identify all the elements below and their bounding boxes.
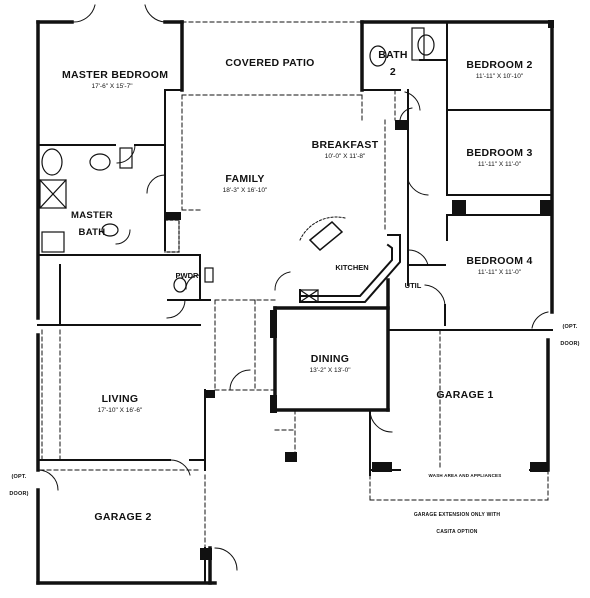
room-covered-patio: COVERED PATIO [200, 54, 340, 71]
note-opt-door-right: (OPT. DOOR) [553, 316, 587, 350]
room-name: PWDR [175, 271, 199, 280]
room-name: KITCHEN [335, 263, 369, 272]
room-family: FAMILY 18'-3" X 16'-10" [210, 170, 280, 195]
room-name: BEDROOM 4 [466, 255, 533, 267]
room-utility: UTIL [398, 276, 428, 293]
room-kitchen: KITCHEN [322, 258, 382, 275]
exterior-walls [36, 20, 554, 585]
note-text: WASH AREA AND APPLIANCES [428, 473, 502, 478]
room-name: DINING [310, 353, 350, 365]
room-name: BEDROOM 3 [466, 147, 533, 159]
interior-walls [37, 21, 553, 584]
room-dims: 18'-3" X 16'-10" [222, 186, 268, 194]
room-name: GARAGE 1 [436, 389, 494, 401]
note-text: (OPT. DOOR) [9, 474, 29, 497]
note-text: (OPT. DOOR) [560, 324, 580, 347]
room-dims: 17'-6" X 15'-7" [91, 82, 133, 90]
door-swings [37, 4, 549, 571]
room-bedroom4: BEDROOM 4 11'-11" X 11'-0" [452, 252, 547, 277]
room-name: BATH 2 [378, 49, 408, 78]
room-dining: DINING 13'-2" X 13'-0" [290, 350, 370, 375]
note-garage-extension: GARAGE EXTENSION ONLY WITH CASITA OPTION [412, 504, 502, 538]
room-name: MASTER BATH [71, 210, 113, 238]
note-opt-door-left: (OPT. DOOR) [2, 466, 36, 500]
room-breakfast: BREAKFAST 10'-0" X 11'-8" [300, 136, 390, 161]
kitchen-island [299, 216, 346, 252]
room-name: COVERED PATIO [225, 57, 315, 69]
room-garage2: GARAGE 2 [78, 508, 168, 525]
room-name: LIVING [101, 393, 139, 405]
note-garage-shelf: WASH AREA AND APPLIANCES [410, 465, 520, 482]
room-master-bedroom: MASTER BEDROOM 17'-6" X 15'-7" [62, 66, 168, 91]
room-master-bath: MASTER BATH [64, 206, 120, 240]
room-name: FAMILY [225, 173, 265, 185]
wall-blocks [165, 20, 554, 560]
room-bedroom3: BEDROOM 3 11'-11" X 11'-0" [452, 144, 547, 169]
room-dims: 17'-10" X 16'-6" [97, 406, 143, 414]
room-bedroom2: BEDROOM 2 11'-11" X 10'-10" [452, 56, 547, 81]
room-bath2: BATH 2 [378, 46, 408, 80]
room-garage1: GARAGE 1 [420, 386, 510, 403]
note-text: GARAGE EXTENSION ONLY WITH CASITA OPTION [413, 512, 501, 535]
room-name: MASTER BEDROOM [62, 69, 169, 81]
room-dims: 11'-11" X 11'-0" [477, 160, 522, 168]
dashed-lines [39, 21, 549, 549]
room-dims: 11'-11" X 10'-10" [475, 72, 524, 80]
bath-fixtures [39, 27, 435, 303]
room-powder: PWDR [170, 266, 204, 283]
room-dims: 10'-0" X 11'-8" [324, 152, 366, 160]
room-name: BEDROOM 2 [466, 59, 533, 71]
room-living: LIVING 17'-10" X 16'-6" [70, 390, 170, 415]
room-name: GARAGE 2 [94, 511, 152, 523]
room-dims: 13'-2" X 13'-0" [309, 366, 351, 374]
room-name: UTIL [404, 281, 422, 290]
room-name: BREAKFAST [311, 139, 379, 151]
room-dims: 11'-11" X 11'-0" [477, 268, 522, 276]
